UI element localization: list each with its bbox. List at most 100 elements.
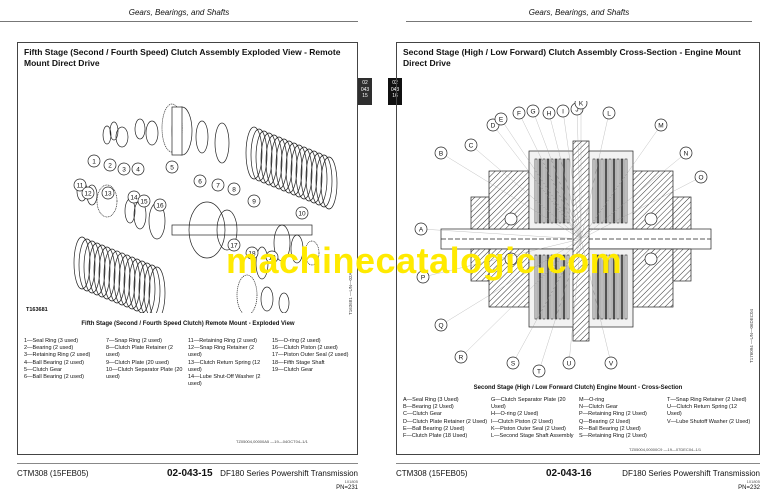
right-legend-item: A—Seal Ring (3 Used) — [403, 397, 459, 403]
svg-text:11: 11 — [77, 183, 84, 190]
callout-C: C — [464, 138, 582, 240]
left-tab-line-3: 15 — [362, 93, 368, 99]
svg-text:9: 9 — [252, 199, 256, 206]
left-legend-item: 4—Ball Bearing (2 used) — [24, 359, 84, 366]
callout-3: 3 — [117, 162, 131, 176]
callout-K: K — [574, 101, 588, 239]
callout-6: 6 — [193, 174, 207, 188]
clutch-plate — [562, 254, 566, 320]
clutch-plate — [554, 158, 558, 224]
clutch-plate — [78, 238, 96, 292]
right-tab-line-3: 16 — [392, 93, 398, 99]
left-legend-item: 8—Clutch Plate Retainer (2 used) — [106, 345, 173, 359]
left-page: Gears, Bearings, and Shafts Fifth Stage … — [0, 6, 372, 497]
svg-text:1: 1 — [92, 159, 96, 166]
clutch-plate — [534, 158, 538, 224]
right-legend-item: C—Clutch Gear — [403, 411, 442, 418]
svg-text:T: T — [537, 369, 541, 376]
clutch-plate — [113, 252, 131, 306]
clutch-plate — [542, 254, 546, 320]
right-figure-caption: Second Stage (High / Low Forward Clutch)… — [473, 385, 683, 391]
left-tab-line-1: 02 — [362, 80, 368, 86]
clutch-plate — [534, 254, 538, 320]
clutch-plate — [616, 158, 620, 224]
clutch-plate — [596, 158, 600, 224]
left-legend-item: 3—Retaining Ring (2 used) — [24, 352, 91, 359]
left-legend-col-3: 11—Retaining Ring (2 used)12—Snap Ring R… — [188, 338, 268, 388]
clutch-plate — [604, 254, 608, 320]
clutch-plate — [88, 242, 106, 296]
clutch-plate — [546, 254, 550, 320]
clutch-plate — [143, 264, 161, 313]
right-legend-item: G—Clutch Separator Plate (20 Used) — [491, 397, 566, 411]
callout-2: 2 — [103, 158, 117, 172]
svg-text:I: I — [562, 109, 564, 116]
clutch-plate — [290, 144, 308, 198]
right-legend-item: T—Snap Ring Retainer (2 Used) — [667, 397, 747, 403]
callout-F: F — [512, 106, 582, 240]
callout-4: 4 — [131, 162, 145, 176]
clutch-plate — [123, 256, 141, 310]
clutch-plate — [546, 158, 550, 224]
clutch-plate — [612, 158, 616, 224]
right-tab-line-2: 043 — [390, 86, 400, 93]
svg-text:18: 18 — [248, 251, 256, 258]
callout-H: H — [542, 106, 582, 240]
right-legend: A—Seal Ring (3 Used)B—Bearing (2 Used)C—… — [403, 397, 755, 445]
left-page-header: Gears, Bearings, and Shafts — [0, 6, 358, 22]
callout-O: O — [580, 170, 708, 240]
right-legend-col-2: G—Clutch Separator Plate (20 Used)H—O-ri… — [491, 397, 577, 440]
callout-S: S — [506, 238, 582, 370]
right-legend-item: S—Retaining Ring (2 Used) — [579, 433, 647, 440]
left-legend-item: 13—Clutch Return Spring (12 used) — [188, 359, 261, 373]
svg-text:12: 12 — [84, 191, 92, 198]
right-legend-item: I—Clutch Piston (2 Used) — [491, 418, 554, 425]
callout-L: L — [580, 106, 616, 240]
clutch-plate — [275, 138, 293, 192]
clutch-plate — [295, 146, 313, 200]
clutch-plate — [103, 248, 121, 302]
callout-1: 1 — [87, 154, 101, 168]
callout-19: 19 — [265, 250, 279, 264]
left-legend-item: 9—Clutch Plate (20 used) — [106, 359, 169, 366]
left-legend-col-1: 1—Seal Ring (3 used)2—Bearing (2 used)3—… — [24, 338, 104, 381]
svg-text:3: 3 — [122, 167, 126, 174]
clutch-plate — [250, 128, 268, 182]
callout-A: A — [414, 222, 582, 240]
clutch-plate — [600, 254, 604, 320]
left-legend-item: 11—Retaining Ring (2 used) — [188, 338, 257, 344]
left-footer-page-number: 02-043-15 — [167, 468, 213, 479]
left-legend-item: 17—Piston Outer Seal (2 used) — [272, 352, 349, 359]
left-legend-item: 12—Snap Ring Retainer (2 used) — [188, 345, 255, 359]
callout-B: B — [434, 146, 582, 240]
clutch-plate — [620, 158, 624, 224]
svg-text:F: F — [517, 111, 521, 118]
svg-text:O: O — [698, 175, 703, 182]
left-figure-title: Fifth Stage (Second / Fourth Speed) Clut… — [24, 47, 341, 68]
right-doc-id: TZ05004,00000C9 —19—07DEC04–1/1 — [629, 447, 702, 452]
callout-18: 18 — [245, 246, 259, 260]
svg-text:15: 15 — [140, 199, 148, 206]
svg-text:N: N — [684, 151, 689, 158]
clutch-plate — [310, 152, 328, 206]
clutch-plate — [558, 158, 562, 224]
left-section-tab: 02 043 15 — [358, 78, 372, 105]
callout-7: 7 — [211, 178, 225, 192]
callout-M: M — [580, 118, 668, 240]
clutch-plate — [624, 158, 628, 224]
clutch-plate — [592, 158, 596, 224]
left-figure-caption: Fifth Stage (Second / Fourth Speed Clutc… — [81, 321, 295, 327]
clutch-plate — [616, 254, 620, 320]
clutch-plate — [245, 126, 263, 180]
svg-text:E: E — [499, 117, 504, 124]
clutch-plate — [128, 258, 146, 312]
callout-16: 16 — [153, 198, 167, 212]
left-footer: CTM308 (15FEB05) 02-043-15 DF180 Series … — [17, 463, 358, 497]
clutch-plate — [300, 148, 318, 202]
clutch-plate — [620, 254, 624, 320]
clutch-plate — [600, 158, 604, 224]
clutch-plate — [98, 246, 116, 300]
svg-text:4: 4 — [136, 167, 140, 174]
callout-I: I — [556, 104, 582, 240]
